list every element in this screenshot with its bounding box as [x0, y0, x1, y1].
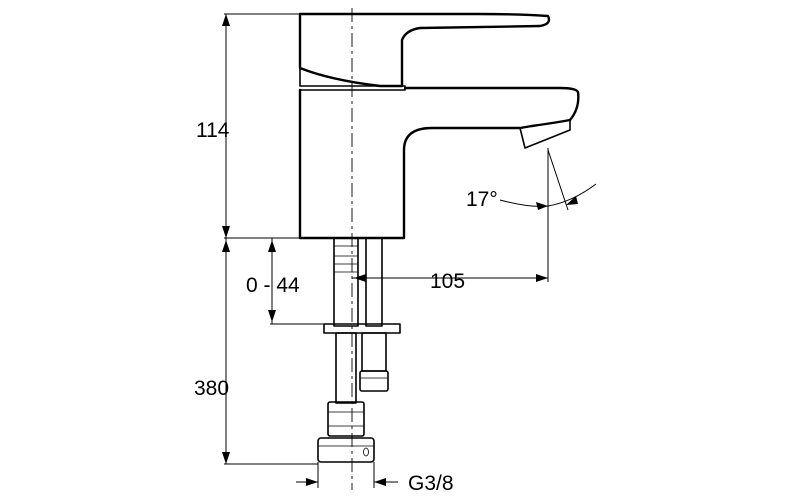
fixing-rod [365, 237, 383, 327]
dimension-label-17deg: 17° [466, 188, 498, 211]
lever-base [299, 68, 406, 91]
dimension-label-380: 380 [194, 377, 229, 400]
dimension-connection-thread [296, 462, 398, 488]
faucet-body [298, 12, 580, 240]
dimension-spout-reach [352, 148, 549, 282]
dimension-label-114: 114 [196, 119, 230, 142]
aerator-outlet [519, 120, 571, 149]
dimension-height-total [222, 238, 318, 465]
dimension-label-0-44: 0 - 44 [246, 274, 300, 297]
dimension-label-g3-8: G3/8 [408, 472, 454, 495]
fixing-nut [361, 332, 387, 372]
dimension-label-105: 105 [430, 270, 465, 293]
connection-nut [317, 437, 375, 463]
dimension-height-lever [222, 13, 300, 239]
threaded-rod [333, 237, 359, 327]
dimension-adjust-range [268, 237, 324, 325]
dimension-spout-angle [499, 149, 597, 211]
lever-handle [298, 12, 551, 88]
supply-hose [335, 332, 357, 404]
mounting-shank [317, 237, 401, 463]
spout-body [298, 86, 580, 240]
hose-crimp [327, 401, 365, 437]
